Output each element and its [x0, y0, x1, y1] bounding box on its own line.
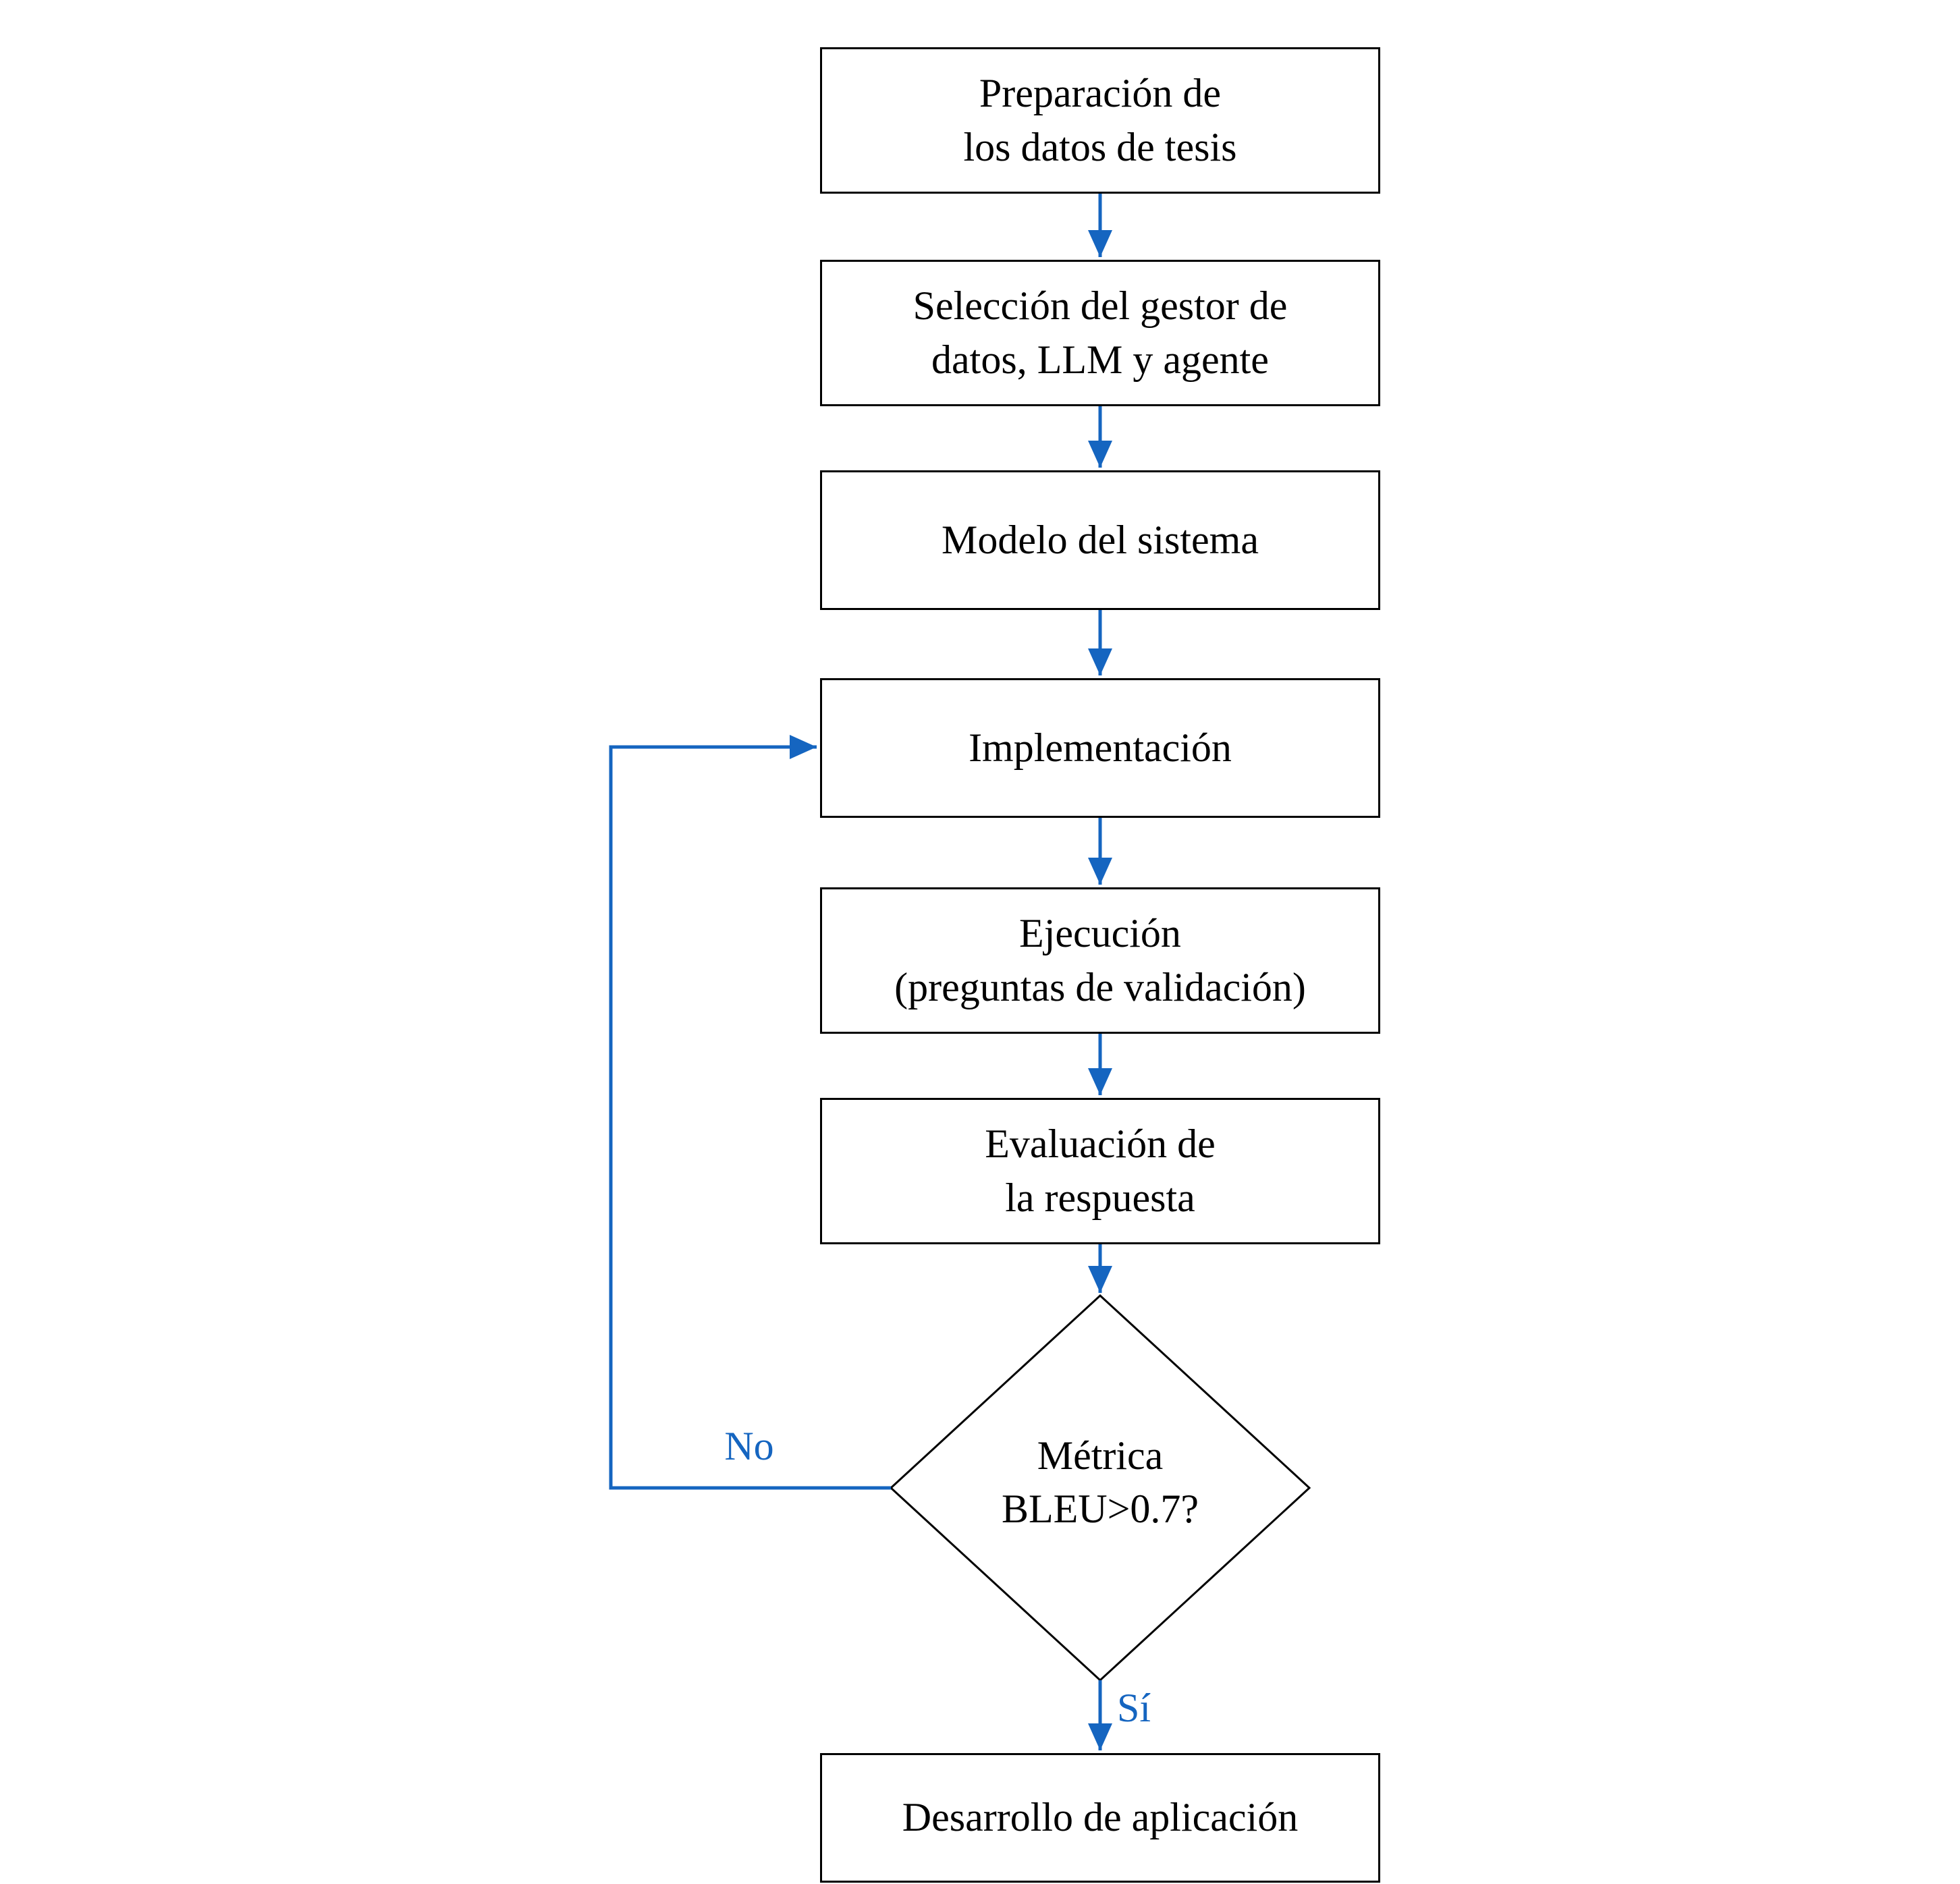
node-preparacion-label: Preparación de los datos de tesis — [963, 71, 1237, 169]
node-desarrollo: Desarrollo de aplicación — [820, 1753, 1380, 1883]
node-ejecucion-label: Ejecución (preguntas de validación) — [894, 911, 1306, 1009]
node-decision-label: Métrica BLEU>0.7? — [1001, 1433, 1199, 1532]
node-preparacion: Preparación de los datos de tesis — [820, 47, 1380, 194]
edge-label-si: Sí — [1117, 1686, 1151, 1730]
node-implementacion-label: Implementación — [969, 725, 1232, 770]
node-desarrollo-label: Desarrollo de aplicación — [902, 1795, 1299, 1840]
node-implementacion: Implementación — [820, 678, 1380, 818]
node-seleccion-label: Selección del gestor de datos, LLM y age… — [913, 283, 1288, 382]
node-seleccion: Selección del gestor de datos, LLM y age… — [820, 260, 1380, 406]
node-evaluacion-label: Evaluación de la respuesta — [985, 1121, 1216, 1220]
node-evaluacion: Evaluación de la respuesta — [820, 1098, 1380, 1244]
edge-label-no: No — [724, 1424, 774, 1468]
node-modelo-label: Modelo del sistema — [942, 517, 1259, 562]
node-ejecucion: Ejecución (preguntas de validación) — [820, 887, 1380, 1034]
node-modelo: Modelo del sistema — [820, 470, 1380, 610]
edge-decision-no-loop-to-implementacion — [609, 735, 891, 1490]
